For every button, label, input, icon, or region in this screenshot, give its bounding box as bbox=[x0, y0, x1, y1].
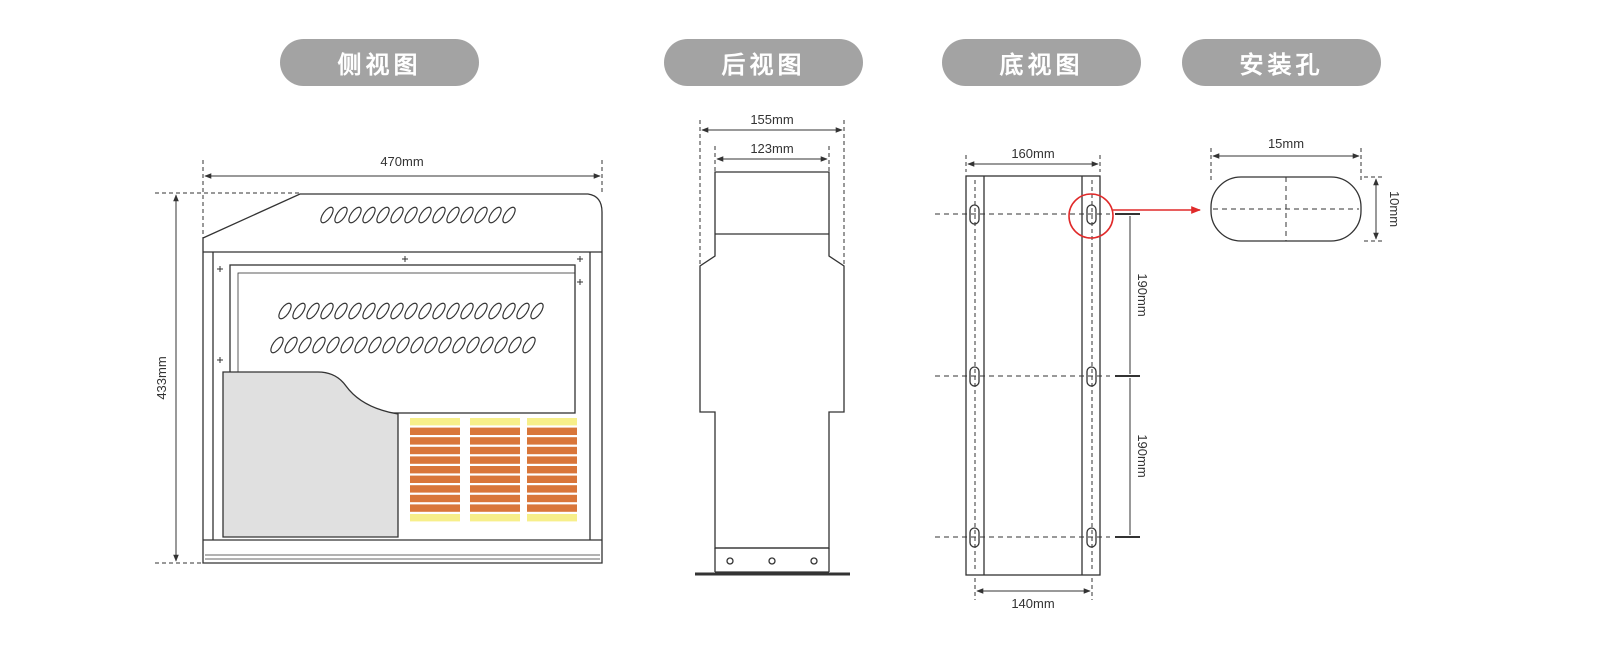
heater-elements bbox=[410, 418, 577, 522]
heater-fin bbox=[527, 466, 577, 474]
heater-fin bbox=[410, 494, 460, 503]
heater-fin bbox=[470, 485, 520, 493]
side-width-label: 470mm bbox=[380, 154, 423, 169]
heater-fin bbox=[470, 427, 520, 435]
mounting-hole-detail bbox=[1210, 148, 1385, 242]
heater-fin bbox=[470, 494, 520, 503]
heater-fin bbox=[470, 418, 520, 426]
heater-fin bbox=[527, 494, 577, 503]
heater-fin bbox=[410, 485, 460, 493]
spacing-lower-label: 190mm bbox=[1135, 434, 1150, 477]
mounting-hole-title: 安装孔 bbox=[1182, 39, 1381, 86]
side-height-label: 433mm bbox=[154, 356, 169, 399]
heater-fin bbox=[470, 504, 520, 512]
back-view bbox=[695, 120, 850, 576]
heater-fin bbox=[470, 437, 520, 445]
heater-fin bbox=[527, 437, 577, 445]
bottom-view bbox=[935, 155, 1140, 600]
heater-fin bbox=[470, 456, 520, 464]
back-view-title: 后视图 bbox=[664, 39, 863, 86]
heater-fin bbox=[470, 514, 520, 522]
bottom-bottom-label: 140mm bbox=[1011, 596, 1054, 611]
back-outer-label: 155mm bbox=[750, 112, 793, 127]
heater-fin bbox=[410, 446, 460, 455]
heater-fin bbox=[410, 466, 460, 474]
heater-fin bbox=[527, 456, 577, 464]
hole-height-label: 10mm bbox=[1387, 191, 1402, 227]
heater-fin bbox=[410, 504, 460, 512]
heater-fin bbox=[527, 514, 577, 522]
heater-fin bbox=[527, 485, 577, 493]
heater-fin bbox=[410, 427, 460, 435]
heater-fin bbox=[470, 466, 520, 474]
bottom-top-label: 160mm bbox=[1011, 146, 1054, 161]
vent-slots-middle bbox=[270, 302, 544, 354]
back-inner-label: 123mm bbox=[750, 141, 793, 156]
side-view-title: 侧视图 bbox=[280, 39, 479, 86]
bottom-view-title: 底视图 bbox=[942, 39, 1141, 86]
heater-fin bbox=[410, 418, 460, 426]
hole-width-label: 15mm bbox=[1268, 136, 1304, 151]
spacing-upper-label: 190mm bbox=[1135, 273, 1150, 316]
hole-callout bbox=[1068, 193, 1201, 239]
heater-fin bbox=[527, 446, 577, 455]
heater-fin bbox=[410, 437, 460, 445]
heater-fin bbox=[527, 418, 577, 426]
heater-fin bbox=[527, 504, 577, 512]
heater-fin bbox=[470, 446, 520, 455]
side-view bbox=[155, 160, 603, 564]
heater-fin bbox=[527, 427, 577, 435]
vent-slots-top bbox=[320, 206, 516, 224]
heater-fin bbox=[527, 475, 577, 483]
heater-fin bbox=[410, 475, 460, 483]
heater-fin bbox=[410, 456, 460, 464]
heater-fin bbox=[470, 475, 520, 483]
heater-fin bbox=[410, 514, 460, 522]
